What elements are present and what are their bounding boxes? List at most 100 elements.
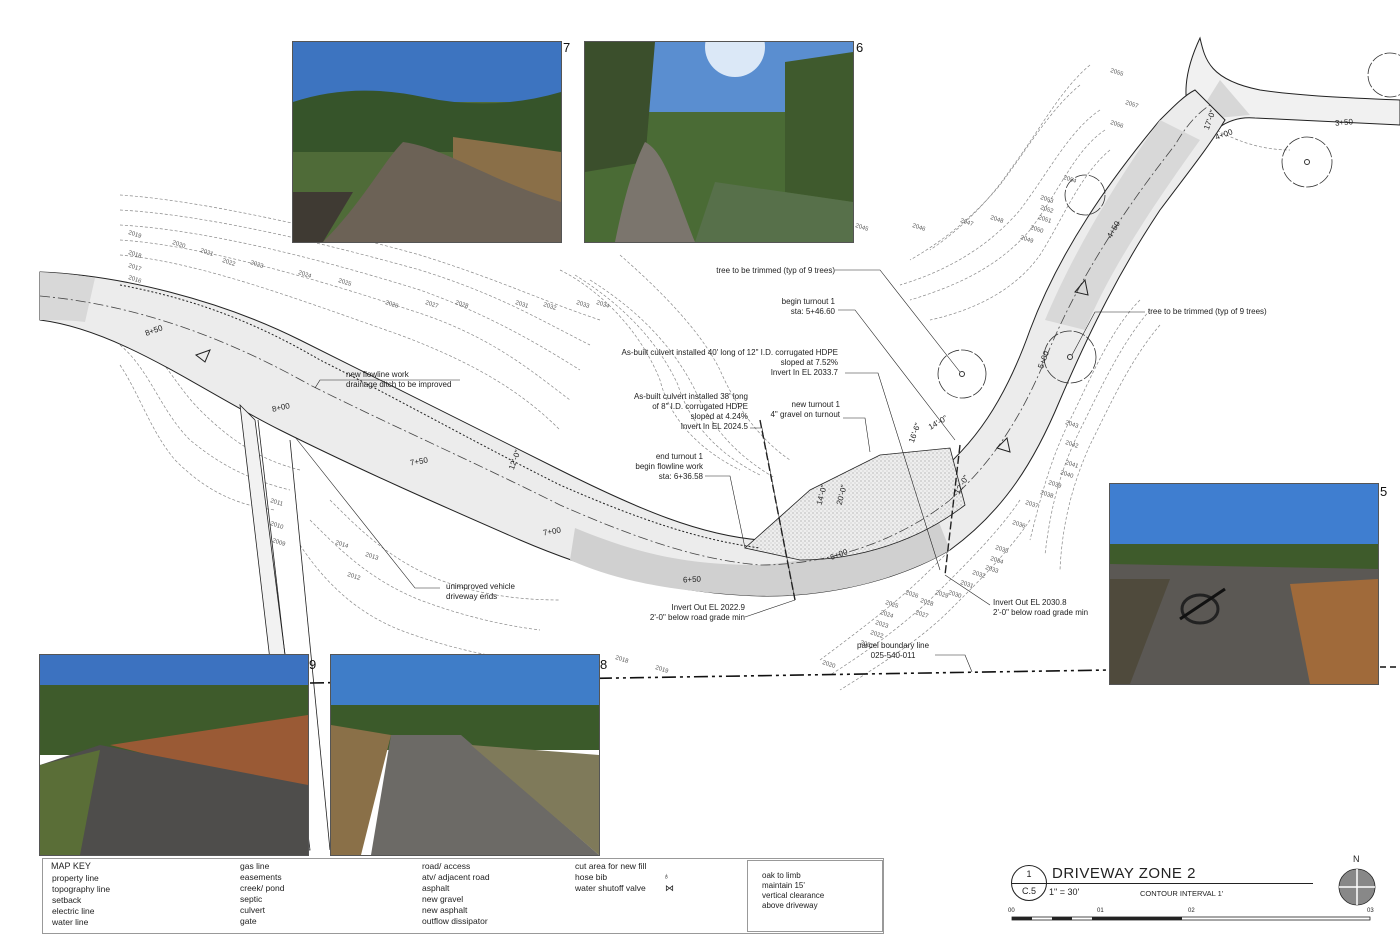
sheet-number: C.5	[1021, 886, 1036, 896]
site-photo-9	[39, 654, 309, 856]
oak-tree-symbol-4	[1367, 52, 1400, 98]
note-tree-trimmed-right: tree to be trimmed (typ of 9 trees)	[1148, 307, 1267, 316]
north-arrow-icon	[1338, 868, 1376, 906]
oak-key-line2: maintain 15'	[762, 881, 805, 890]
key-topography-line: topography line	[52, 884, 111, 894]
note-culvert-1-line1: As-built culvert installed 40' long of 1…	[621, 348, 838, 357]
map-key: MAP KEY property line topography line se…	[42, 858, 884, 934]
note-invert-out-1-line2: 2'-0" below road grade min	[649, 613, 745, 622]
oak-key-line4: above driveway	[762, 901, 818, 910]
title-block: 1 C.5 DRIVEWAY ZONE 2 1" = 30' CONTOUR I…	[1005, 854, 1385, 922]
note-end-turnout-line3: sta: 6+36.58	[658, 472, 703, 481]
photo-number-5: 5	[1380, 484, 1388, 499]
key-setback: setback	[52, 895, 82, 905]
site-photo-5	[1109, 483, 1379, 685]
asphalt-section-left	[40, 272, 95, 322]
key-easements: easements	[240, 872, 282, 882]
note-tree-trimmed-top: tree to be trimmed (typ of 9 trees)	[716, 266, 835, 275]
note-culvert-2-line2: of 8" I.D. corrugated HDPE	[652, 402, 748, 411]
key-septic: septic	[240, 894, 263, 904]
note-parcel-line2: 025-540-011	[870, 651, 916, 660]
contour-interval: CONTOUR INTERVAL 1'	[1140, 889, 1224, 898]
site-photo-7	[292, 41, 562, 243]
note-invert-out-2: Invert Out EL 2030.8 2'-0" below road gr…	[993, 598, 1088, 618]
scale-tick-3: 03	[1367, 908, 1374, 914]
note-culvert-2-line1: As-built culvert installed 38' long	[633, 392, 748, 401]
hose-bib-icon: ♁	[663, 871, 670, 881]
oak-tree-symbol-2	[1043, 330, 1097, 384]
north-label: N	[1353, 854, 1360, 864]
key-culvert: culvert	[240, 905, 266, 915]
note-culvert-1: As-built culvert installed 40' long of 1…	[560, 348, 838, 378]
site-photo-6	[584, 41, 854, 243]
note-new-turnout: new turnout 1 4" gravel on turnout	[740, 400, 840, 420]
key-road-access: road/ access	[422, 861, 471, 871]
map-key-col3: road/ access atv/ adjacent road asphalt …	[422, 861, 490, 927]
note-flowline: new flowline work drainage ditch to be i…	[346, 370, 451, 390]
oak-key-line3: vertical clearance	[762, 891, 825, 900]
site-photo-8	[330, 654, 600, 856]
map-key-col1: property line topography line setback el…	[52, 873, 110, 928]
photo-number-6: 6	[856, 40, 864, 55]
note-unimproved-line2: driveway ends	[446, 592, 498, 601]
photo-number-8: 8	[600, 657, 608, 672]
valve-icon: ⋈	[665, 883, 674, 893]
note-end-turnout-line2: begin flowline work	[635, 462, 703, 471]
key-new-gravel: new gravel	[422, 894, 464, 904]
note-culvert-1-line3: Invert In EL 2033.7	[770, 368, 838, 377]
key-new-asphalt: new asphalt	[422, 905, 468, 915]
key-hose-bib: hose bib	[575, 872, 608, 882]
key-water-line: water line	[52, 917, 89, 927]
note-end-turnout: end turnout 1 begin flowline work sta: 6…	[610, 452, 703, 482]
key-atv-road: atv/ adjacent road	[422, 872, 490, 882]
note-culvert-2-line3: sloped at 4.24%	[690, 412, 748, 421]
note-culvert-2-line4: Invert In EL 2024.5	[680, 422, 748, 431]
drawing-title: DRIVEWAY ZONE 2	[1052, 865, 1196, 882]
note-invert-out-2-line1: Invert Out EL 2030.8	[993, 598, 1067, 607]
note-unimproved-line1: unimproved vehicle	[446, 582, 515, 591]
note-new-turnout-line1: new turnout 1	[791, 400, 840, 409]
note-invert-out-2-line2: 2'-0" below road grade min	[993, 608, 1089, 617]
contour-lines-left	[119, 194, 791, 661]
detail-number: 1	[1026, 869, 1032, 879]
oak-tree-symbol-5	[1064, 174, 1106, 216]
map-key-col2: gas line easements creek/ pond septic cu…	[240, 861, 284, 927]
station-label-4: 6+50	[682, 574, 702, 585]
station-label-9: 3+50	[1334, 117, 1354, 128]
key-electric-line: electric line	[52, 906, 95, 916]
detail-bubble: 1 C.5	[1011, 865, 1047, 901]
note-parcel-boundary: parcel boundary line 025-540-011	[857, 641, 929, 661]
key-outflow-dissipator: outflow dissipator	[422, 916, 488, 926]
note-flowline-line2: drainage ditch to be improved	[346, 380, 452, 389]
drawing-scale: 1" = 30'	[1049, 887, 1080, 897]
key-creek-pond: creek/ pond	[240, 883, 285, 893]
map-key-title: MAP KEY	[51, 861, 91, 871]
scale-tick-1: 01	[1097, 908, 1104, 914]
note-new-turnout-line2: 4" gravel on turnout	[770, 410, 840, 419]
note-begin-turnout-line1: begin turnout 1	[781, 297, 835, 306]
key-asphalt: asphalt	[422, 883, 450, 893]
oak-tree-symbol-3	[1281, 136, 1333, 188]
map-key-col4: cut area for new fill hose bib water shu…	[575, 861, 646, 894]
photo-number-9: 9	[309, 657, 317, 672]
asphalt-section-lower	[570, 500, 950, 596]
note-culvert-1-line2: sloped at 7.52%	[780, 358, 838, 367]
note-parcel-line1: parcel boundary line	[857, 641, 930, 650]
note-begin-turnout: begin turnout 1 sta: 5+46.60	[735, 297, 835, 317]
note-invert-out-1: Invert Out EL 2022.9 2'-0" below road gr…	[625, 603, 745, 623]
drainage-arrow-left	[194, 278, 1089, 453]
oak-key-box: oak to limb maintain 15' vertical cleara…	[747, 860, 883, 932]
key-cut-area: cut area for new fill	[575, 861, 647, 871]
scale-tick-2: 02	[1188, 908, 1195, 914]
scale-bar	[1011, 916, 1371, 921]
note-end-turnout-line1: end turnout 1	[655, 452, 703, 461]
key-gate: gate	[240, 916, 257, 926]
note-culvert-2: As-built culvert installed 38' long of 8…	[580, 392, 748, 432]
key-gas-line: gas line	[240, 861, 270, 871]
note-invert-out-1-line1: Invert Out EL 2022.9	[671, 603, 745, 612]
oak-tree-symbol-1	[937, 349, 987, 399]
note-unimproved: unimproved vehicle driveway ends	[446, 582, 515, 602]
key-property-line: property line	[52, 873, 99, 883]
scale-tick-0: 00	[1008, 908, 1015, 914]
key-water-shutoff: water shutoff valve	[575, 883, 646, 893]
